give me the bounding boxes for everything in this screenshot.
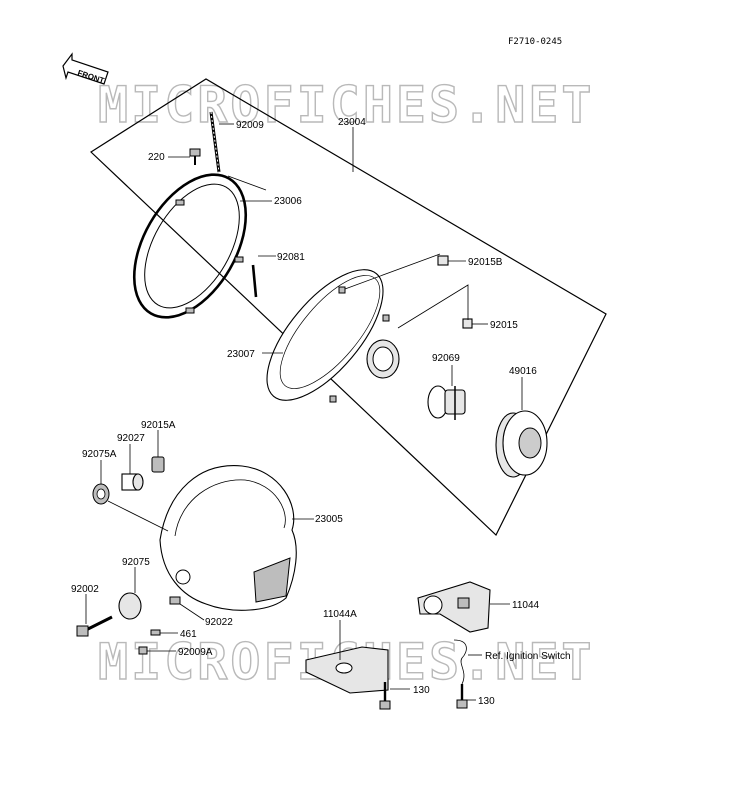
bolt-220 [189,148,201,165]
screw-92009A [138,646,148,655]
bolt-92002 [76,615,113,637]
reflector-23007 [266,269,400,403]
label-23006: 23006 [274,196,302,207]
leader-92015-a [397,284,469,329]
label-92075: 92075 [122,557,150,568]
wire-clip [453,639,467,685]
label-130-a: 130 [413,685,430,696]
label-92002: 92002 [71,584,99,595]
label-49016: 49016 [509,366,537,377]
label-92009: 92009 [236,120,264,131]
label-461: 461 [180,629,197,640]
bulb-92069 [427,385,466,420]
label-92009A: 92009A [178,647,213,658]
label-11044: 11044 [512,600,540,611]
housing-23005 [159,465,297,611]
label-92027: 92027 [117,433,145,444]
nut-92015A [151,456,165,473]
bolt-130-b [456,684,468,709]
screw-92009 [209,111,221,173]
grommet-92022 [169,596,181,605]
label-92015A: 92015A [141,420,176,431]
bracket-11044A [305,646,389,694]
bolt-130-a [379,682,391,710]
assembly-outline-23004 [90,78,607,536]
label-220: 220 [148,152,165,163]
figure-code: F2710-0245 [508,37,562,47]
collar-92075 [118,592,142,620]
rim-ring-23006 [132,173,248,319]
screw-92081 [251,264,258,298]
label-23005: 23005 [315,514,343,525]
nut-461 [150,629,161,636]
label-23007: 23007 [227,349,255,360]
leader-lines [85,123,523,701]
collar-92075A [92,483,110,505]
label-92069: 92069 [432,353,460,364]
bracket-11044 [417,581,491,633]
boot-cover-49016 [495,410,548,478]
label-23004: 23004 [338,117,366,128]
label-ref-ignition-switch: Ref. Ignition Switch [485,651,571,662]
leader-92075A-housing [107,500,169,532]
label-92015: 92015 [490,320,518,331]
label-92015B: 92015B [468,257,503,268]
label-92022: 92022 [205,617,233,628]
leader-92015B-a [344,253,441,290]
label-11044A: 11044A [323,609,357,620]
nut-92015B [437,255,449,266]
label-92081: 92081 [277,252,305,263]
nut-92015 [462,318,473,329]
spacer-92027 [121,473,144,491]
label-92075A: 92075A [82,449,117,460]
label-130-b: 130 [478,696,495,707]
watermark-top: MICROFICHES.NET [98,76,595,134]
